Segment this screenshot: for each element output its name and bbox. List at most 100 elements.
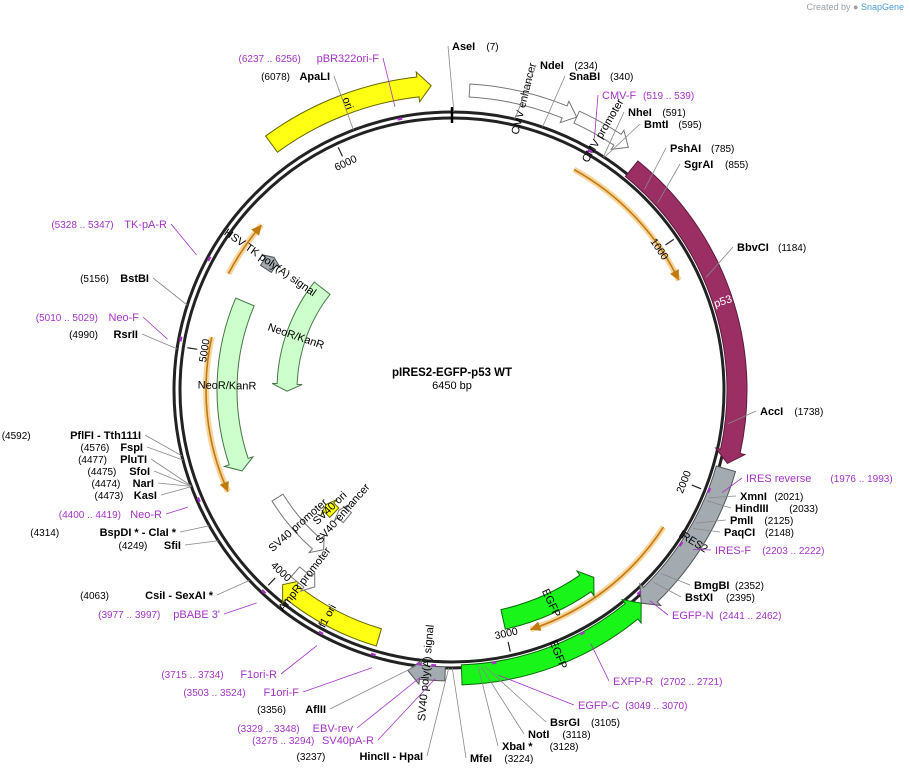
primer-range: (3275 .. 3294) — [252, 736, 314, 747]
ruler-tick — [187, 347, 198, 350]
primer-name: Neo-R — [130, 509, 162, 521]
feature-sv40-enhancer — [333, 503, 353, 524]
site-position: (1184) — [778, 243, 806, 254]
ruler-tick — [507, 641, 511, 652]
site-position: (3118) — [562, 730, 590, 741]
site-position: (4477) — [78, 455, 107, 466]
site-leader-line — [652, 581, 682, 598]
site-name: SgrAI — [684, 159, 713, 171]
feature-ori — [264, 70, 432, 153]
site-leader-line — [484, 665, 547, 723]
site-leader-line — [329, 665, 417, 710]
credit-brand: SnapGene — [860, 2, 904, 12]
ruler-tick-label: 3000 — [494, 625, 520, 642]
snapgene-logo-icon: ● — [853, 2, 859, 12]
site-labels: AseI(7)NdeI(234)SnaBI(340)NheI(591)BmtI(… — [2, 41, 824, 765]
primer-marker — [206, 256, 212, 262]
feature-egfp — [460, 598, 642, 686]
site-position: (2021) — [774, 492, 803, 503]
ruler-tick — [691, 484, 702, 490]
primer-leader-line — [170, 223, 197, 256]
primer-range: (6237 .. 6256) — [239, 54, 301, 65]
site-name: PflFI - Tth111I — [70, 430, 141, 442]
site-leader-line — [660, 573, 691, 586]
ruler-tick-label: 5000 — [197, 338, 213, 363]
site-name: RsrII — [114, 329, 138, 341]
site-position: (785) — [711, 144, 734, 155]
feature-neor-kanr — [216, 297, 255, 472]
site-leader-line — [480, 666, 525, 735]
site-leader-line — [160, 486, 192, 496]
site-name: BbvCI — [737, 242, 769, 254]
site-leader-line — [692, 528, 721, 533]
site-name: SnaBI — [569, 71, 600, 83]
primer-arrowhead — [530, 621, 542, 631]
site-position: (4990) — [69, 330, 98, 341]
site-leader-line — [146, 446, 184, 461]
site-name: FspI — [120, 442, 143, 454]
site-leader-line — [514, 64, 537, 120]
primer-leader-line — [721, 477, 743, 493]
site-position: (3237) — [296, 752, 325, 763]
primer-name: CMV-F — [602, 90, 637, 102]
site-leader-line — [602, 111, 625, 157]
primer-leader-line — [165, 506, 188, 515]
site-name: BmgBI — [694, 580, 729, 592]
primer-range: (3715 .. 3734) — [161, 670, 223, 681]
primer-marker — [416, 662, 422, 666]
site-position: (4249) — [118, 541, 147, 552]
site-leader-line — [152, 277, 188, 306]
site-name: ApaLI — [299, 71, 330, 83]
primer-range: (3503 .. 3524) — [183, 688, 245, 699]
primer-marker — [397, 117, 403, 121]
site-leader-line — [153, 470, 192, 487]
primer-marker — [579, 631, 586, 636]
primer-leader-line — [590, 643, 610, 682]
site-position: (2395) — [726, 593, 755, 604]
primer-name: pBR322ori-F — [317, 53, 380, 65]
site-leader-line — [216, 580, 250, 596]
primer-leader-line — [498, 674, 575, 706]
site-leader-line — [644, 147, 667, 190]
primer-leader-line — [142, 316, 168, 340]
plasmid-name: pIRES2-EGFP-p53 WT — [392, 367, 512, 379]
site-position: (2352) — [735, 581, 764, 592]
site-name: PmlI — [730, 515, 753, 527]
primer-marker — [261, 589, 267, 595]
primer-range: (5328 .. 5347) — [51, 220, 113, 231]
primer-marker — [707, 487, 712, 493]
site-leader-line — [141, 333, 178, 350]
site-leader-line — [150, 458, 192, 486]
site-name: XbaI * — [502, 741, 533, 753]
primer-range: (519 .. 539) — [643, 91, 694, 102]
site-leader-line — [447, 45, 455, 113]
primer-leader-line — [382, 57, 396, 107]
site-leader-line — [542, 75, 566, 128]
site-position: (3105) — [591, 718, 620, 729]
site-position: (4473) — [94, 491, 123, 502]
primer-arcs — [203, 166, 682, 633]
feature-ampr-promoter — [290, 566, 316, 592]
primer-marker — [196, 496, 201, 503]
site-position: (7) — [486, 42, 498, 53]
feature-sv40-promoter — [271, 493, 325, 554]
feature-hsv-tk-poly-a-signal — [259, 254, 281, 274]
feature-f1-ori — [282, 580, 383, 647]
site-leader-line — [696, 519, 727, 524]
site-name: PluTI — [120, 454, 147, 466]
primer-arc — [530, 526, 665, 631]
site-name: PaqCI — [724, 527, 755, 539]
site-name: HindIII — [735, 503, 769, 515]
primer-name: Neo-F — [108, 312, 139, 324]
site-leader-lines — [141, 45, 757, 759]
site-leader-line — [705, 246, 734, 278]
site-leader-line — [184, 540, 219, 546]
site-leader-line — [706, 500, 732, 509]
primer-range: (5010 .. 5029) — [36, 313, 98, 324]
site-position: (4314) — [30, 528, 59, 539]
primer-leader-line — [594, 94, 599, 139]
feature-p53 — [624, 160, 748, 465]
site-leader-line — [157, 482, 192, 487]
primer-arrowhead — [219, 481, 229, 492]
feature-label: p53 — [712, 293, 733, 310]
